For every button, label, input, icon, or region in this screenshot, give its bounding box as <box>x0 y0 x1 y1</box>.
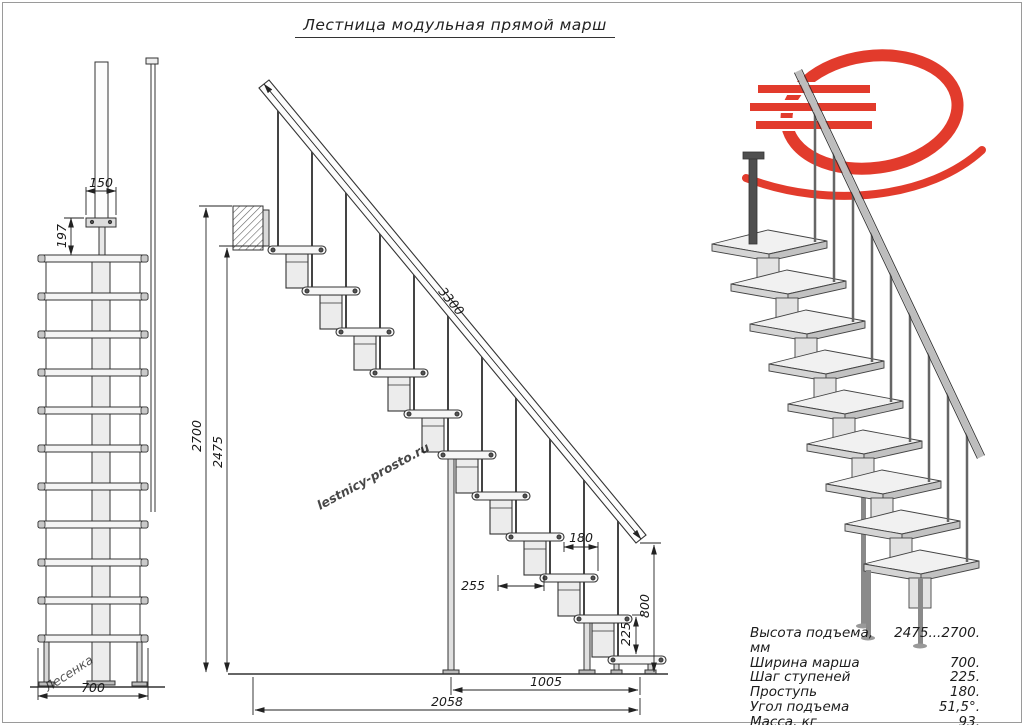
iso-balusters <box>813 107 969 562</box>
spec-value: 225. <box>949 669 980 686</box>
dim-flange-offset: 197 <box>54 224 69 248</box>
iso-handrail <box>793 69 986 459</box>
dim-height-floor: 2475 <box>210 436 225 468</box>
spec-label: Высота подъема, мм <box>750 625 874 656</box>
spec-value: 700. <box>949 654 980 671</box>
front-view: 150 197 700 <box>30 57 165 700</box>
front-legs <box>30 641 165 688</box>
wall-mount-hatch <box>232 205 264 251</box>
logo-swoosh-icon <box>742 146 986 200</box>
wall-mount-plate <box>262 209 270 247</box>
spec-value: 2475...2700. <box>894 625 980 641</box>
iso-view <box>711 49 986 649</box>
iso-treads <box>711 229 980 609</box>
dim-run-supports: 1005 <box>530 674 562 689</box>
spec-row-step: Шаг ступеней 225. <box>750 670 980 685</box>
spec-row-width: Ширина марша 700. <box>750 654 980 671</box>
iso-wall-bracket <box>742 151 765 245</box>
side-supports <box>228 458 668 675</box>
front-dimensions <box>37 187 149 700</box>
spec-row-angle: Угол подъема 51,5°. <box>750 700 980 715</box>
spec-label: Шаг ступеней <box>750 669 851 686</box>
spec-value: 180. <box>949 684 980 701</box>
dim-run-total: 2058 <box>431 694 463 709</box>
front-handrail <box>145 57 159 512</box>
brand-logo <box>742 49 986 200</box>
spec-value: 51,5°. <box>938 698 980 715</box>
dim-rail-height: 800 <box>637 594 652 618</box>
spec-row-tread: Проступь 180. <box>750 685 980 700</box>
dim-front-width: 700 <box>81 680 105 695</box>
dim-step-height: 225 <box>618 622 633 646</box>
spec-row-mass: Масса, кг 93. <box>750 713 980 725</box>
side-dimensions <box>199 83 661 715</box>
spec-table: Высота подъема, мм 2475...2700. Ширина м… <box>750 626 980 725</box>
dim-tread-depth: 180 <box>569 530 593 545</box>
spec-label: Угол подъема <box>750 698 850 715</box>
watermark-site: lestnicy-prosto.ru <box>314 439 432 512</box>
side-view: 2700 2475 3300 180 255 800 225 1005 2058 <box>189 79 668 715</box>
spec-row-height: Высота подъема, мм 2475...2700. <box>750 626 980 656</box>
dim-flange-width: 150 <box>89 175 113 190</box>
drawing-title: Лестница модульная прямой марш <box>295 16 615 38</box>
dim-height-wall: 2700 <box>189 420 204 452</box>
spec-label: Масса, кг <box>750 713 817 725</box>
front-stringer <box>91 254 111 682</box>
dim-module-length: 255 <box>461 578 485 593</box>
iso-mid-support <box>861 452 866 624</box>
front-top-post <box>85 61 117 256</box>
spec-value: 93. <box>958 713 980 725</box>
iso-legs <box>861 570 927 649</box>
spec-label: Проступь <box>750 684 818 701</box>
spec-label: Ширина марша <box>750 654 860 671</box>
